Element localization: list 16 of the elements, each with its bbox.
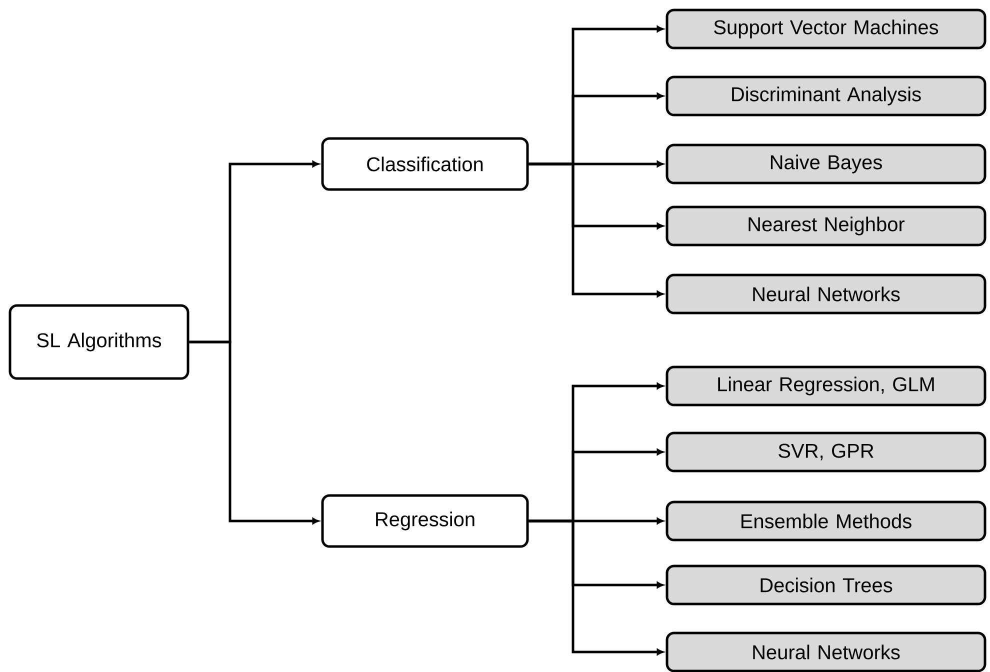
arrow — [528, 162, 664, 298]
method-box: Neural Networks — [666, 274, 986, 314]
method-box: Ensemble Methods — [666, 500, 986, 542]
method-box: Neural Networks — [666, 632, 986, 672]
method-box: Nearest Neighbor — [666, 206, 986, 246]
method-box: Discriminant Analysis — [666, 76, 986, 116]
category-box: Regression — [321, 494, 529, 548]
method-box: SVR, GPR — [666, 432, 986, 472]
root-box: SL Algorithms — [8, 304, 190, 380]
arrow — [528, 520, 664, 656]
arrow — [189, 340, 319, 524]
method-box: Support Vector Machines — [666, 8, 986, 50]
method-box: Decision Trees — [666, 564, 986, 606]
method-box: Naive Bayes — [666, 144, 986, 184]
method-box: Linear Regression, GLM — [666, 366, 986, 406]
category-box: Classification — [321, 137, 529, 191]
